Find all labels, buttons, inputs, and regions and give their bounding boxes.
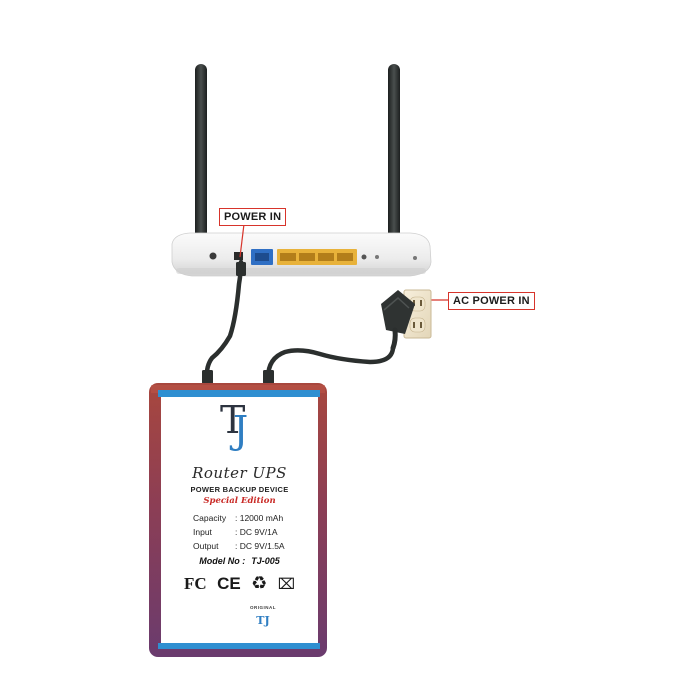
product-title: Router UPS: [192, 464, 287, 482]
router-cable: [204, 259, 244, 381]
recycle-icon: ♻: [251, 573, 268, 593]
adapter-cable: [265, 345, 396, 381]
tj-logo: T J: [214, 401, 266, 455]
ups-label: T J Router UPS POWER BACKUP DEVICE Speci…: [161, 397, 318, 643]
spec-key: Output: [193, 541, 219, 551]
edition-text: Special Edition: [203, 496, 276, 506]
model-value: TJ-005: [251, 556, 280, 566]
router: [171, 232, 432, 277]
power-in-leader: [239, 223, 245, 258]
lan-ports: [277, 249, 357, 265]
ac-power-in-callout: AC POWER IN: [448, 292, 535, 310]
logo-letter-t: T: [220, 398, 246, 442]
model-label: Model No :: [199, 556, 246, 566]
model-number: Model No : TJ-005: [161, 556, 318, 566]
spec-row-capacity: Capacity : 12000 mAh: [193, 513, 283, 523]
spec-row-input: Input : DC 9V/1A: [193, 527, 278, 537]
ac-adapter: [381, 290, 415, 351]
ce-mark-icon: CE: [217, 574, 241, 593]
product-subtitle: POWER BACKUP DEVICE: [190, 485, 289, 494]
fc-mark-icon: FC: [183, 574, 207, 593]
weee-bin-icon: ⌧: [277, 576, 296, 593]
spec-value: : 12000 mAh: [235, 513, 284, 523]
spec-key: Capacity: [193, 513, 227, 523]
power-in-callout: POWER IN: [219, 208, 287, 226]
certification-marks: FC CE ♻ ⌧: [161, 573, 318, 594]
spec-value: : DC 9V/1.5A: [235, 541, 285, 551]
logo-letter-j: J: [233, 408, 249, 452]
spec-key: Input: [193, 527, 212, 537]
spec-row-output: Output : DC 9V/1.5A: [193, 541, 285, 551]
spec-value: : DC 9V/1A: [235, 527, 278, 537]
